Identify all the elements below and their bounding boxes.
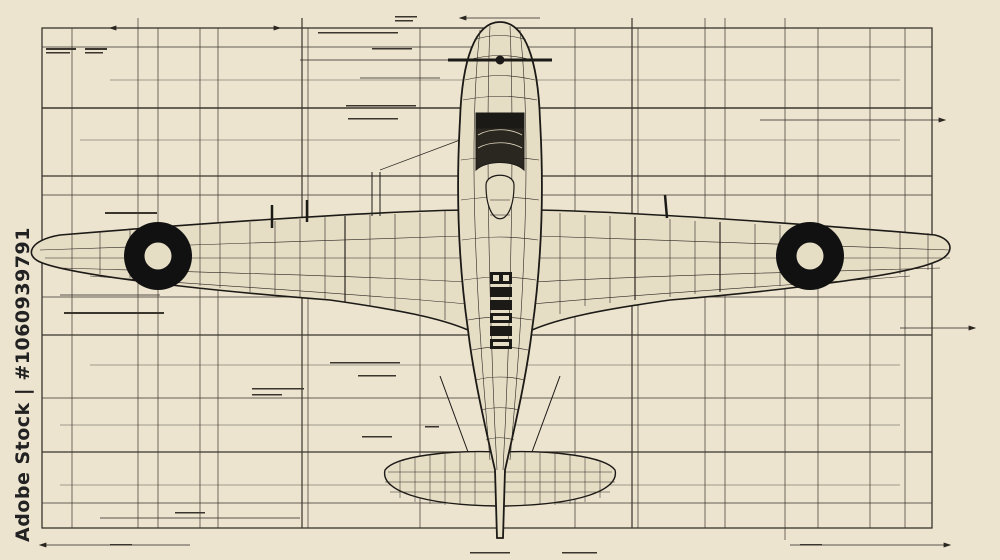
- tailplane: [383, 450, 617, 507]
- ventral-grille-slots: [493, 275, 509, 346]
- wing-protrusions: [270, 194, 669, 228]
- annotation-marks: [46, 16, 822, 554]
- tail-struts: [371, 172, 561, 453]
- propeller: [448, 55, 552, 65]
- cockpit: [475, 112, 525, 220]
- stock-id-text: Adobe Stock | #1060939791: [12, 227, 34, 542]
- left-wing-ribs: [39, 211, 468, 320]
- right-wing: [531, 209, 951, 332]
- wing-roundels: [124, 222, 844, 290]
- right-wing-ribs: [532, 213, 951, 314]
- stock-watermark: Adobe Stock | #1060939791: [8, 227, 36, 542]
